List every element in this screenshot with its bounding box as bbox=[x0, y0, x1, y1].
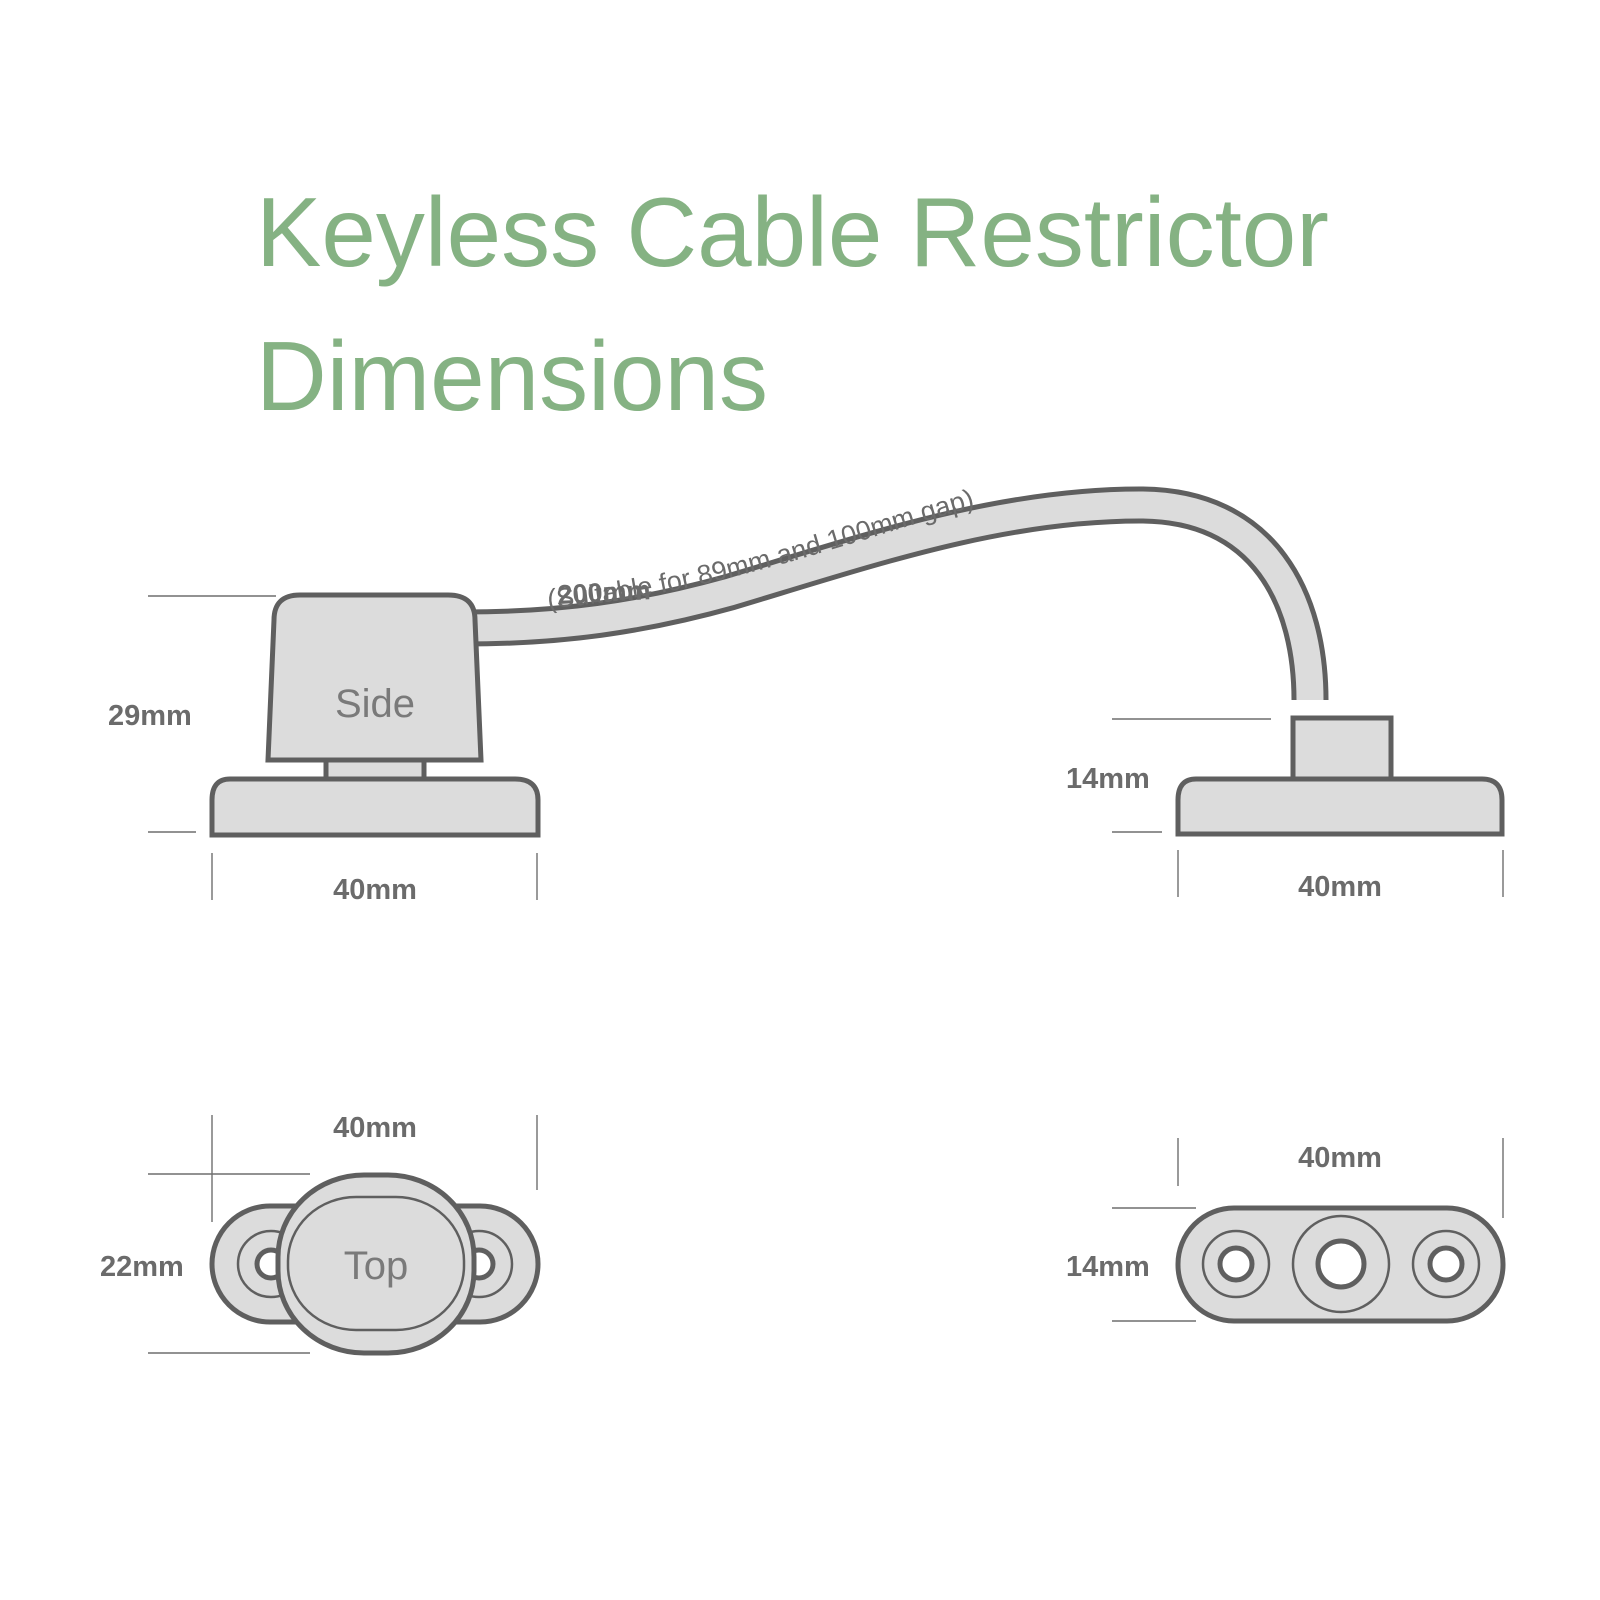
top-view-label: Top bbox=[344, 1244, 409, 1288]
side-view-receiver bbox=[1175, 715, 1505, 837]
dimension-guides bbox=[148, 595, 1504, 1354]
receiver-center-hole bbox=[1315, 1238, 1367, 1290]
top-view-body bbox=[275, 1172, 477, 1356]
top-height-label: 22mm bbox=[100, 1251, 184, 1283]
title-line-1: Keyless Cable Restrictor bbox=[256, 177, 1329, 287]
receiver-side-height-label: 14mm bbox=[1066, 763, 1150, 795]
side-height-label: 29mm bbox=[108, 700, 192, 732]
side-view-lock: Side bbox=[209, 592, 541, 838]
receiver-screw-right-hole bbox=[1427, 1245, 1465, 1283]
receiver-side-width-label: 40mm bbox=[1298, 871, 1382, 903]
top-view-receiver bbox=[1175, 1205, 1506, 1324]
page-title: Keyless Cable Restrictor Dimensions bbox=[256, 160, 1329, 448]
side-width-label: 40mm bbox=[333, 874, 417, 906]
receiver-screw-left-hole bbox=[1217, 1245, 1255, 1283]
side-view-body bbox=[265, 592, 484, 763]
top-view-body-inner bbox=[286, 1195, 466, 1332]
side-view-base bbox=[209, 776, 541, 838]
top-view-lock: Top bbox=[209, 1172, 541, 1356]
receiver-post bbox=[1290, 715, 1394, 787]
receiver-base bbox=[1175, 776, 1505, 837]
receiver-top-height-label: 14mm bbox=[1066, 1251, 1150, 1283]
top-width-label: 40mm bbox=[333, 1112, 417, 1144]
side-view-label: Side bbox=[335, 682, 415, 726]
receiver-top-width-label: 40mm bbox=[1298, 1142, 1382, 1174]
cable-length-value: 200mm bbox=[557, 575, 652, 610]
cable bbox=[464, 486, 1329, 701]
title-line-2: Dimensions bbox=[256, 321, 768, 431]
cable-length-label: 200mm bbox=[557, 575, 652, 610]
